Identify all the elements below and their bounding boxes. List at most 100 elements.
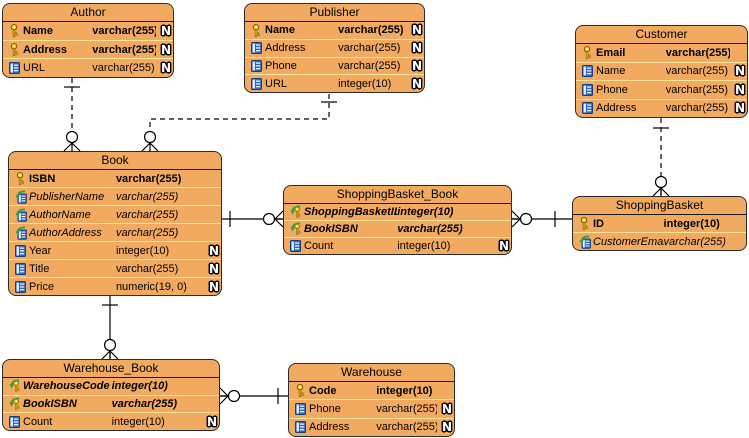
relationship-customer-shoppingbasket[interactable]	[652, 118, 670, 197]
column-name: BookISBN	[23, 398, 77, 410]
nullable-icon: N	[734, 82, 745, 97]
column-name: WarehouseCode	[23, 380, 110, 393]
nullable-cell: N	[494, 240, 509, 252]
primary-key-icon	[6, 43, 22, 57]
entity-title: Warehouse_Book	[3, 360, 219, 378]
entity-title: Warehouse	[289, 364, 454, 382]
column-icon	[248, 41, 264, 55]
relationship-shoppingbasket-shoppingbasketbook[interactable]	[511, 210, 572, 228]
primary-foreign-key-icon	[287, 222, 303, 236]
relationship-author-book[interactable]	[63, 78, 81, 152]
column-name: Email	[596, 46, 626, 59]
nullable-icon: N	[734, 64, 745, 79]
nullable-icon: N	[208, 279, 219, 294]
column-name: URL	[23, 62, 46, 75]
column-name: ID	[593, 217, 604, 230]
primary-key-icon	[12, 172, 28, 186]
foreign-key-icon	[12, 190, 28, 204]
column-icon	[287, 239, 303, 253]
column-name: BookISBN	[304, 223, 358, 235]
nullable-cell: N	[407, 24, 422, 36]
relationship-book-shoppingbasketbook[interactable]	[222, 210, 284, 228]
column-name: Title	[29, 262, 50, 275]
column-name: Phone	[309, 402, 341, 415]
zero-many-cardinality-marker	[219, 387, 241, 405]
column-type: varchar(255)	[665, 102, 729, 115]
nullable-icon: N	[441, 401, 452, 416]
nullable-cell: N	[156, 62, 171, 74]
column-name: CustomerEmail	[593, 235, 664, 248]
column-name: Count	[23, 415, 53, 428]
column-name: URL	[265, 77, 288, 90]
column-icon	[6, 61, 22, 75]
column-icon	[292, 420, 308, 434]
nullable-cell: N	[156, 25, 171, 37]
nullable-icon: N	[206, 414, 217, 429]
relationship-warehouse-warehousebook[interactable]	[219, 387, 288, 405]
nullable-icon: N	[160, 42, 171, 57]
relationship-publisher-book[interactable]	[141, 94, 337, 152]
nullable-cell: N	[204, 245, 219, 257]
nullable-cell: N	[204, 281, 219, 293]
column-name: Price	[29, 280, 55, 293]
column-type: integer(10)	[115, 244, 170, 257]
column-type: varchar(255)	[92, 24, 156, 37]
foreign-key-icon	[12, 208, 28, 222]
column-name: Phone	[265, 59, 297, 72]
relationship-book-warehousebook[interactable]	[101, 296, 119, 360]
column-type: varchar(255)	[663, 235, 726, 248]
primary-key-icon	[576, 217, 592, 231]
zero-many-cardinality-marker	[511, 210, 533, 228]
column-type: varchar(255)	[376, 421, 437, 434]
nullable-icon: N	[734, 101, 745, 116]
foreign-key-icon	[576, 235, 592, 249]
primary-key-icon	[292, 384, 308, 398]
nullable-icon: N	[411, 23, 422, 38]
